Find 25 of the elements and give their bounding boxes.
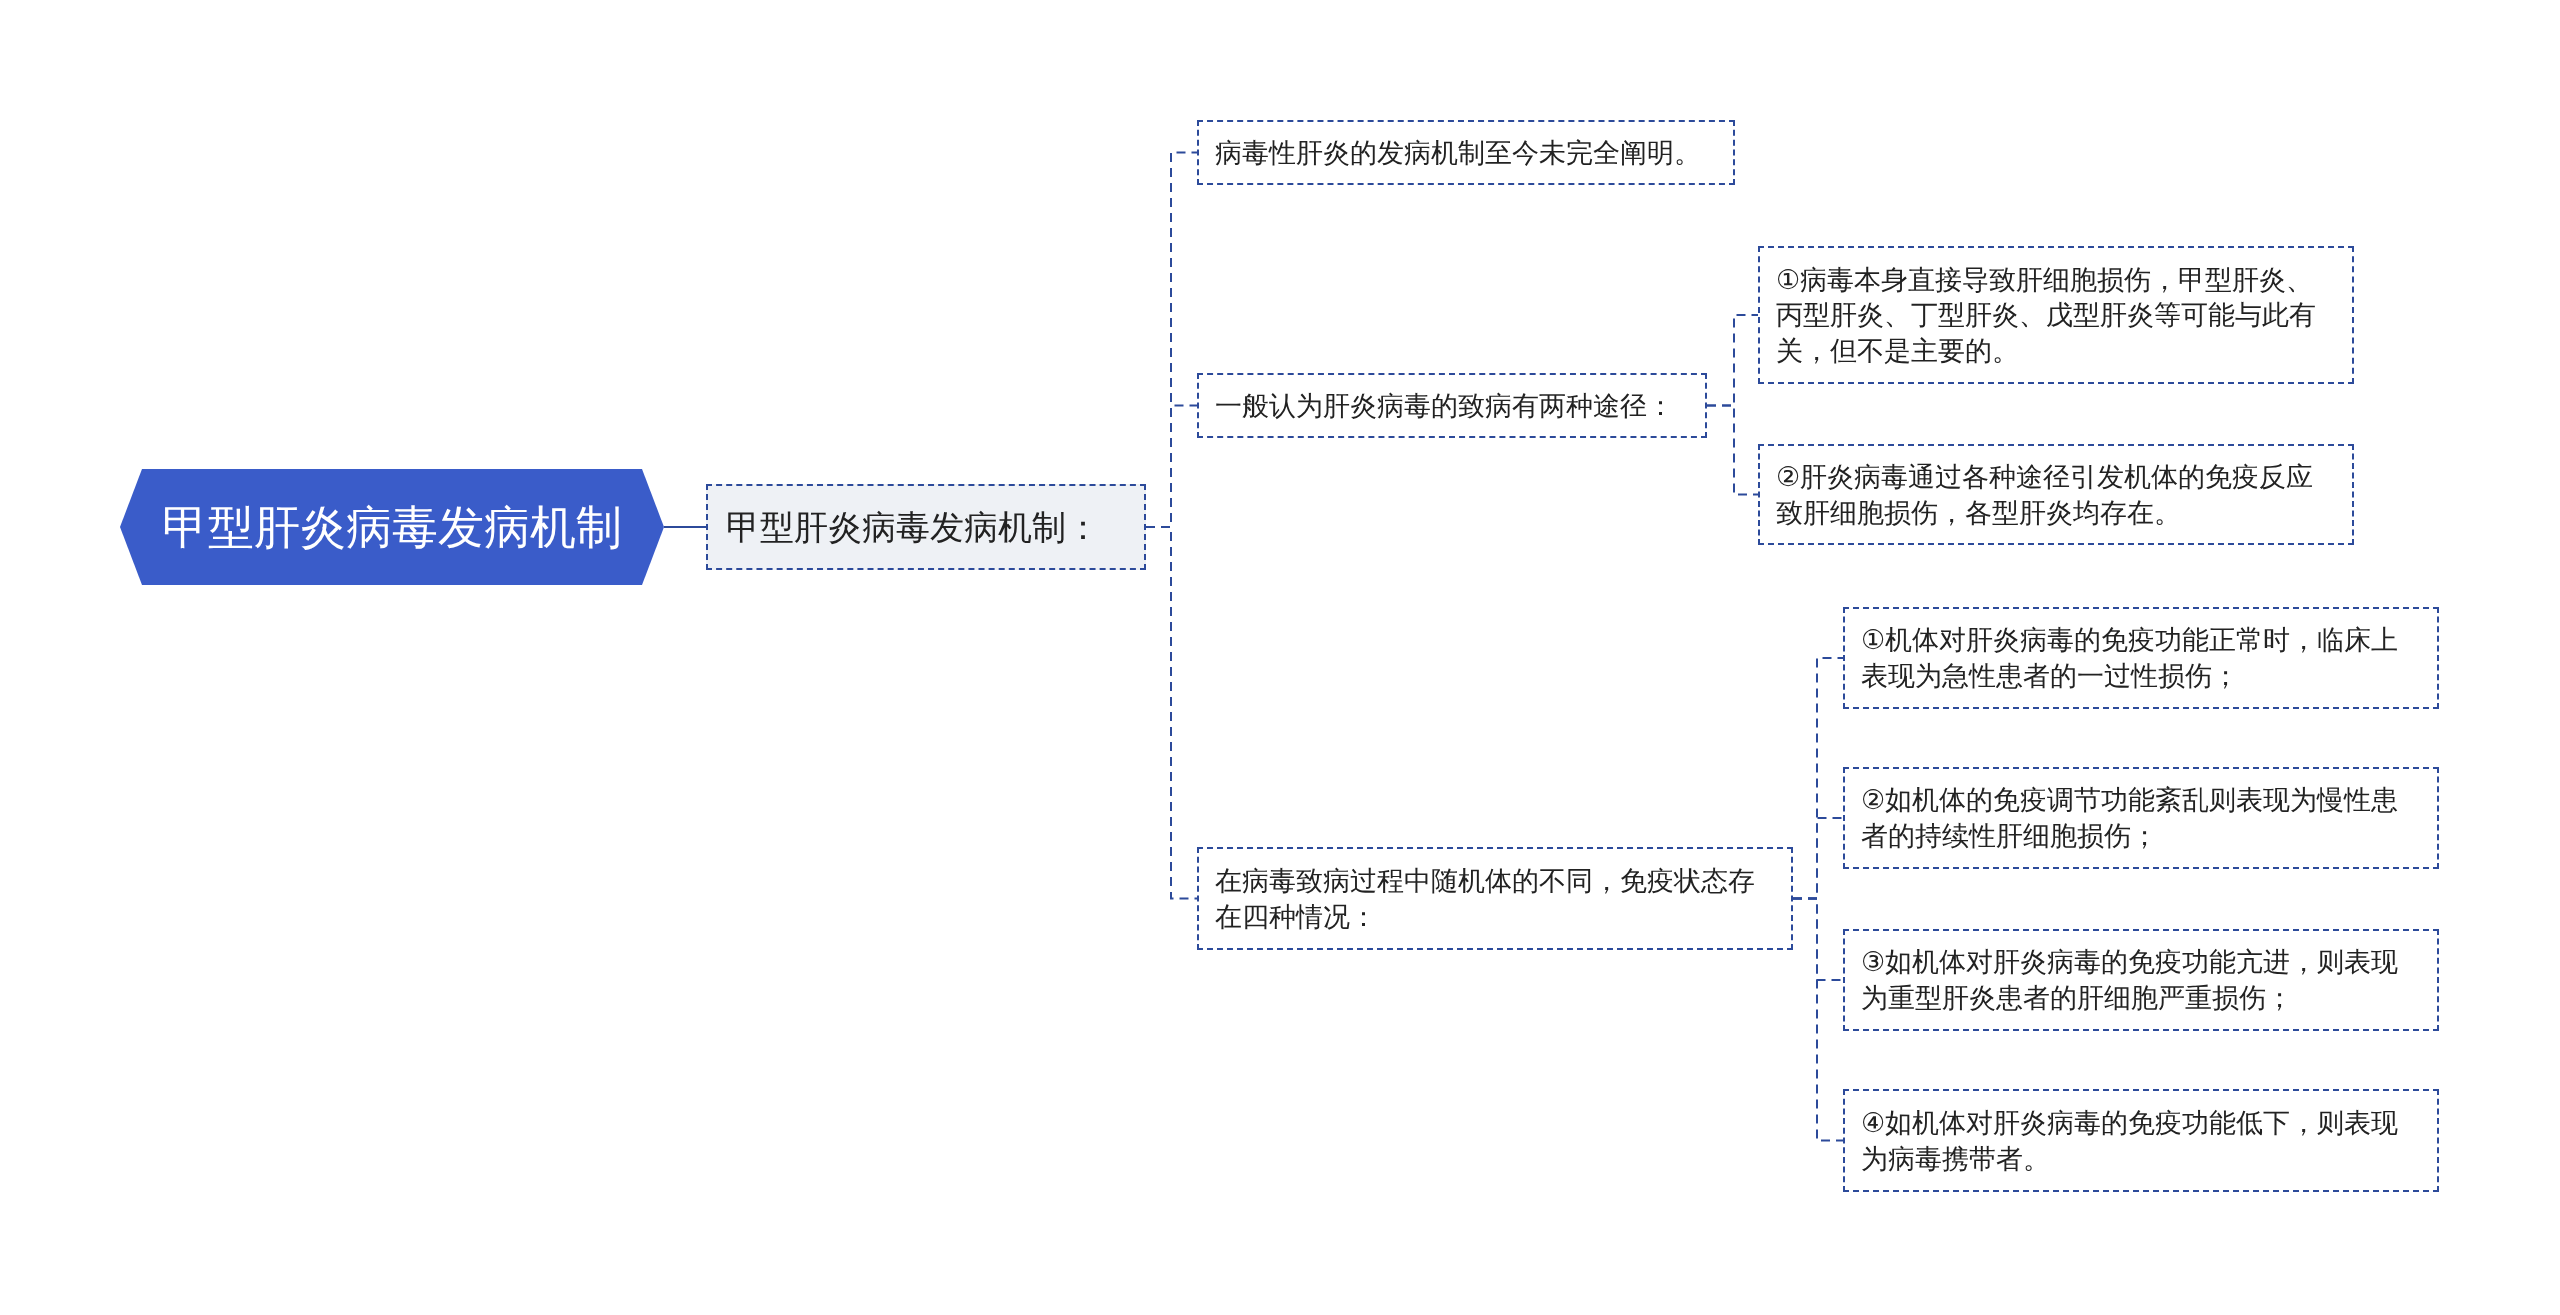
central-topic-text: 甲型肝炎病毒发病机制 xyxy=(162,498,622,556)
topic-box xyxy=(1758,444,2354,545)
topic-text: 甲型肝炎病毒发病机制： xyxy=(726,505,1101,549)
topic-box xyxy=(1197,120,1735,185)
topic-text: ③如机体对肝炎病毒的免疫功能亢进，则表现为重型肝炎患者的肝细胞严重损伤； xyxy=(1861,945,2400,1015)
topic-text: 在病毒致病过程中随机体的不同，免疫状态存在四种情况： xyxy=(1215,863,1756,934)
connector-line xyxy=(1792,897,1844,1142)
topic-box xyxy=(1197,373,1707,438)
topic-text: ②肝炎病毒通过各种途径引发机体的免疫反应致肝细胞损伤，各型肝炎均存在。 xyxy=(1776,459,2315,530)
connector-line xyxy=(663,526,707,528)
topic-text: 病毒性肝炎的发病机制至今未完全阐明。 xyxy=(1215,135,1702,170)
topic-box xyxy=(1758,246,2354,384)
topic-box xyxy=(1843,1089,2439,1192)
connector-line xyxy=(1706,404,1759,496)
topic-box xyxy=(1843,607,2439,709)
subtopic-box xyxy=(706,484,1146,570)
topic-text: ④如机体对肝炎病毒的免疫功能低下，则表现为病毒携带者。 xyxy=(1861,1105,2400,1176)
topic-box xyxy=(1843,929,2439,1031)
topic-text: ①病毒本身直接导致肝细胞损伤，甲型肝炎、丙型肝炎、丁型肝炎、戊型肝炎等可能与此有关，但不是主要的。 xyxy=(1776,262,2317,368)
topic-box xyxy=(1197,847,1793,950)
central-topic-hexagon xyxy=(120,469,664,585)
topic-text: 一般认为肝炎病毒的致病有两种途径： xyxy=(1215,388,1675,423)
topic-text: ②如机体的免疫调节功能紊乱则表现为慢性患者的持续性肝细胞损伤； xyxy=(1861,783,2400,853)
topic-box xyxy=(1843,767,2439,869)
topic-text: ①机体对肝炎病毒的免疫功能正常时，临床上表现为急性患者的一过性损伤； xyxy=(1861,623,2400,693)
